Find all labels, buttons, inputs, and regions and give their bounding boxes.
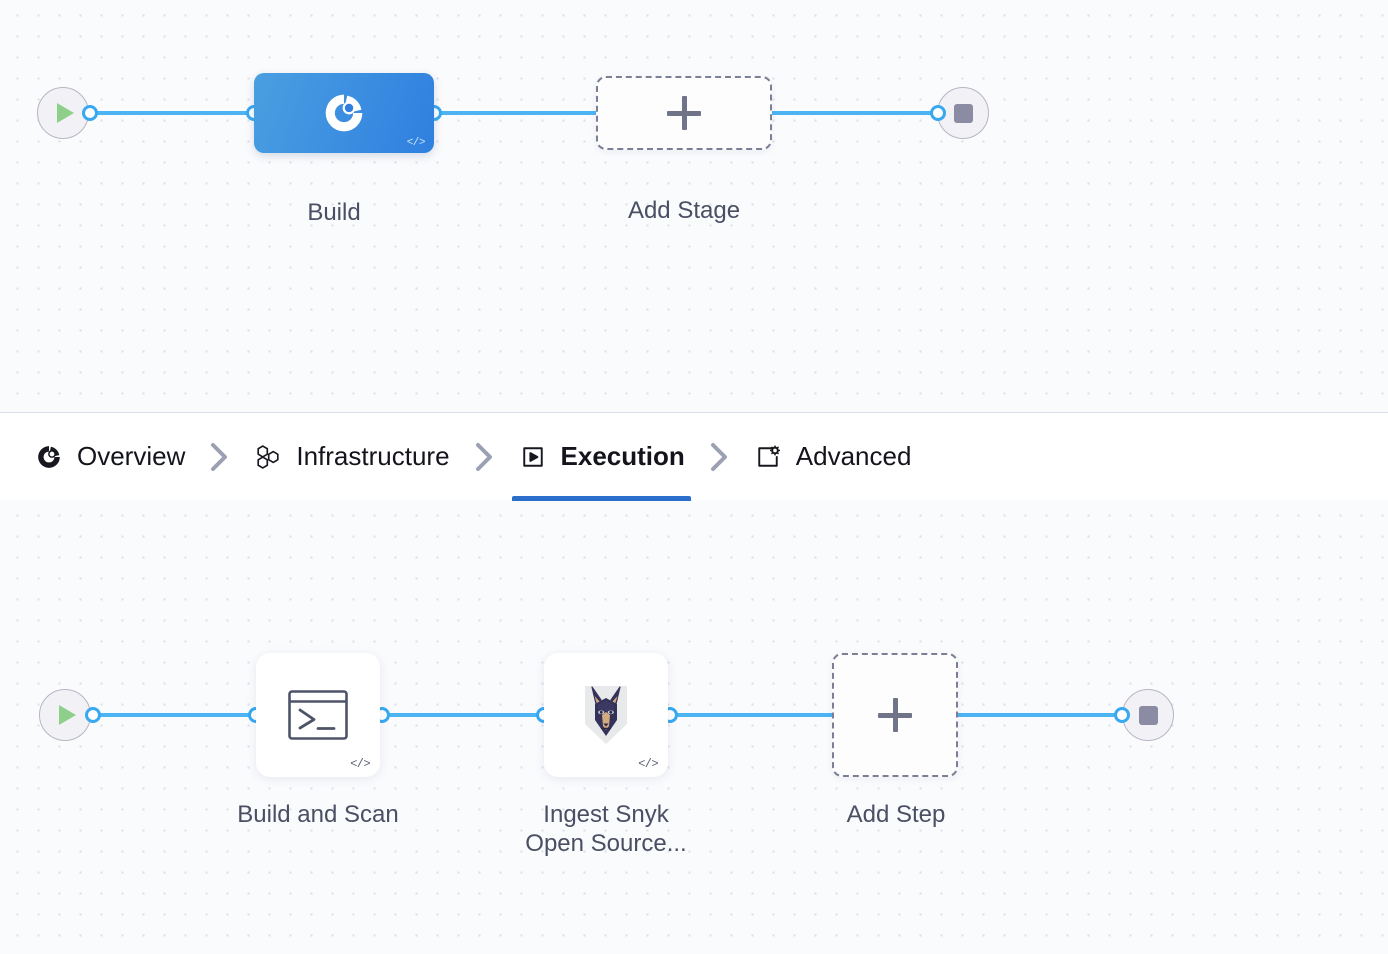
connector-joint-end[interactable] — [930, 105, 946, 121]
tab-label: Infrastructure — [296, 441, 450, 471]
tab-label: Execution — [560, 441, 685, 471]
connector-start-to-build-scan — [88, 713, 266, 717]
play-frame-icon — [518, 442, 548, 472]
connector-snyk-to-addstep — [664, 713, 844, 717]
play-icon — [57, 103, 74, 123]
hexagons-icon — [253, 442, 283, 472]
tab-execution[interactable]: Execution — [511, 413, 692, 501]
tab-advanced[interactable]: Advanced — [749, 413, 916, 501]
pipeline-start-node[interactable] — [37, 87, 89, 139]
terminal-icon — [288, 690, 348, 740]
steps-start-node[interactable] — [39, 689, 91, 741]
stop-icon — [1138, 705, 1158, 725]
stop-icon — [953, 103, 973, 123]
connector-addstage-to-end — [760, 111, 948, 115]
caption-line-1: Ingest Snyk — [543, 801, 669, 828]
stage-caption-build: Build — [307, 199, 361, 226]
step-node-ingest-snyk-open-source[interactable]: </> — [544, 653, 668, 777]
connector-joint-start[interactable] — [82, 105, 98, 121]
ci-build-icon — [325, 94, 363, 132]
ci-build-icon — [34, 442, 64, 472]
stage-caption-add-stage: Add Stage — [627, 197, 741, 224]
play-icon — [59, 705, 76, 725]
card-gear-icon — [753, 442, 783, 472]
plus-icon — [878, 698, 912, 732]
tab-overview[interactable]: Overview — [30, 413, 189, 501]
step-caption-add-step: Add Step — [846, 801, 946, 828]
stage-node-build[interactable]: </> — [254, 73, 434, 153]
step-node-build-and-scan[interactable]: </> — [256, 653, 380, 777]
chevron-right-icon — [689, 441, 749, 473]
plus-icon — [667, 96, 701, 130]
connector-start-to-build — [86, 111, 262, 115]
connector-build-to-addstage — [428, 111, 608, 115]
add-step-node[interactable] — [832, 653, 958, 777]
chevron-right-icon — [189, 441, 249, 473]
tab-label: Overview — [77, 441, 186, 471]
code-badge: </> — [350, 757, 370, 771]
connector-joint-steps-start[interactable] — [85, 707, 101, 723]
connector-build-scan-to-snyk — [376, 713, 554, 717]
code-badge: </> — [406, 137, 426, 149]
pipeline-end-node[interactable] — [937, 87, 989, 139]
step-caption-build-and-scan: Build and Scan — [188, 800, 448, 829]
connector-joint-steps-end[interactable] — [1114, 707, 1130, 723]
step-caption-ingest-snyk: Ingest Snyk Open Source... — [486, 800, 726, 859]
caption-line-2: Open Source... — [525, 830, 687, 858]
stages-canvas[interactable]: </> Build Add Stage — [0, 0, 1388, 412]
stage-config-tabs[interactable]: Overview Infrastructure — [0, 412, 1388, 501]
execution-steps-canvas[interactable]: </> Build and Scan — [0, 500, 1388, 954]
caption-line-1: Build and Scan — [237, 801, 399, 828]
snyk-doberman-icon — [585, 686, 627, 744]
connector-addstep-to-end — [950, 713, 1132, 717]
tab-label: Advanced — [795, 441, 912, 471]
tab-infrastructure[interactable]: Infrastructure — [249, 413, 453, 501]
code-badge: </> — [638, 757, 658, 771]
add-stage-node[interactable] — [596, 76, 772, 150]
chevron-right-icon — [454, 441, 514, 473]
